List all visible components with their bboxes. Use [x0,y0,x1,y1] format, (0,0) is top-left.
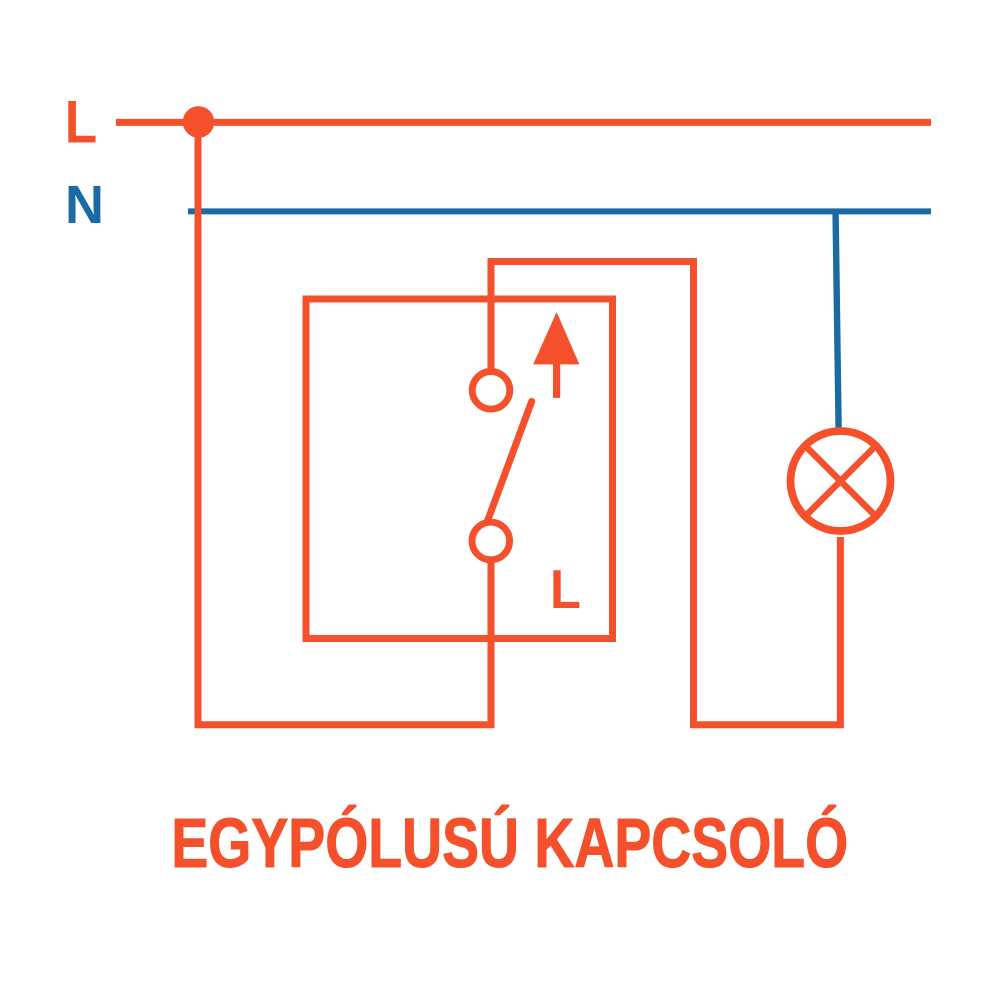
svg-text:N: N [65,175,104,235]
svg-text:EGYPÓLUSÚ KAPCSOLÓ: EGYPÓLUSÚ KAPCSOLÓ [171,805,848,883]
svg-text:L: L [550,559,581,620]
svg-text:L: L [65,90,97,157]
